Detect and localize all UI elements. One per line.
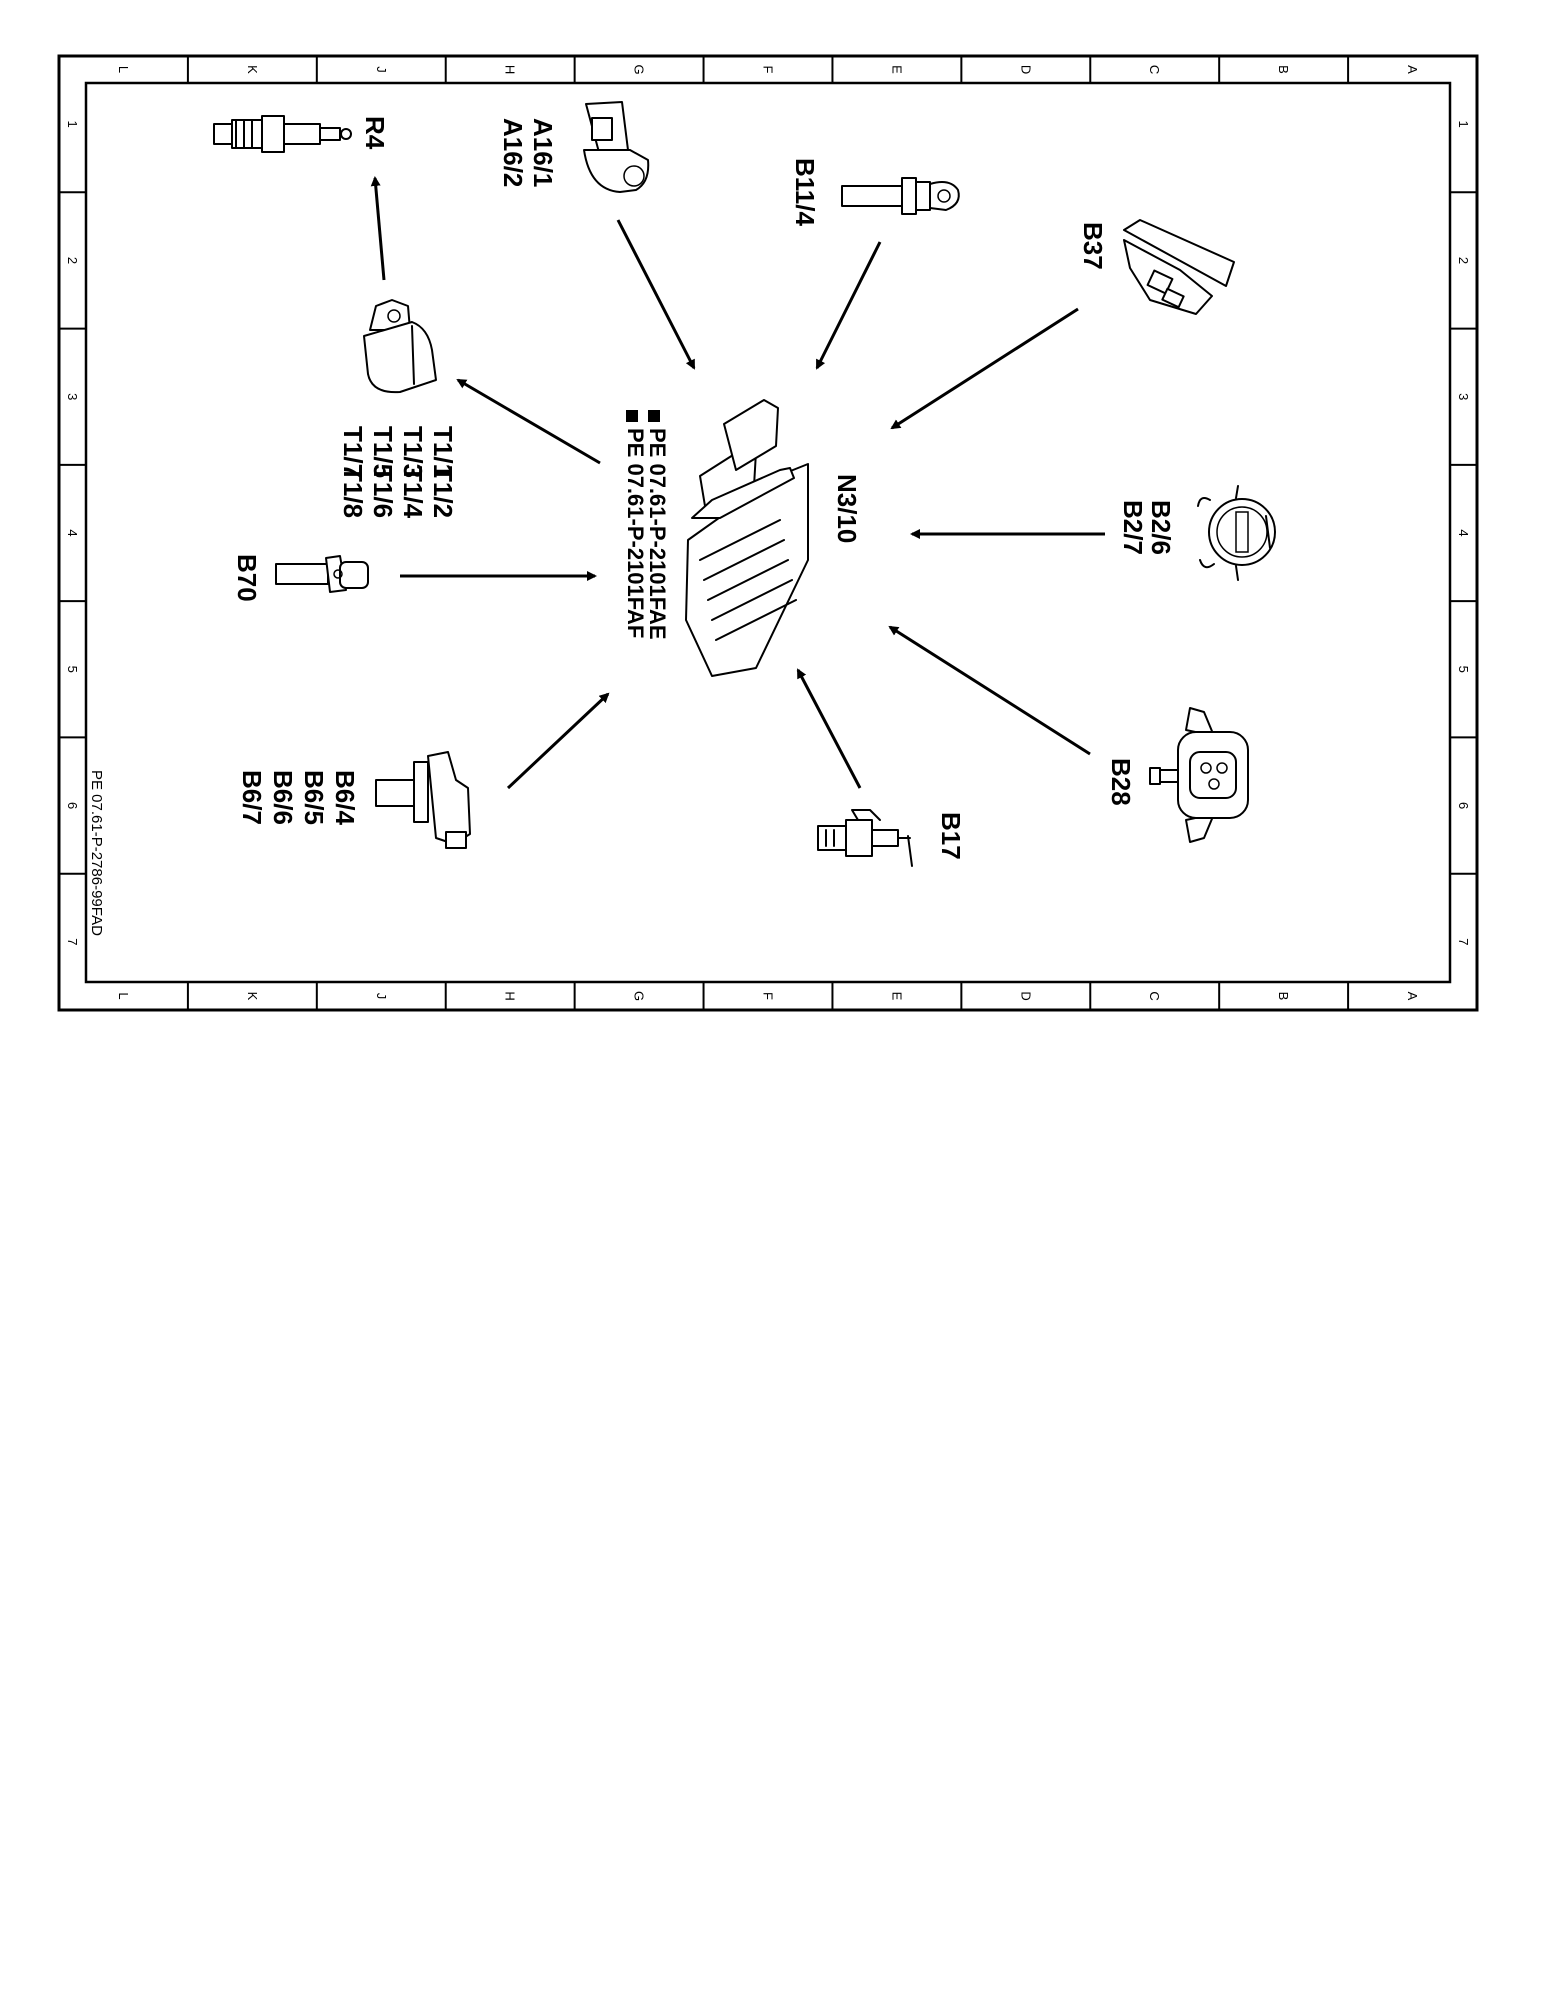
- grid-letter-bottom: L: [116, 992, 131, 999]
- pressure-sensor-icon: [1149, 707, 1249, 843]
- grid-letter-bottom: G: [632, 991, 647, 1001]
- label-t1-3: T1/3: [398, 426, 428, 478]
- crankshaft-sensor-icon: [275, 555, 369, 593]
- grid-ticks: [59, 56, 1477, 1010]
- grid-letter-bottom: K: [245, 992, 260, 1001]
- component-labels: R4 A16/1 A16/2 B11/4 B37 B2/6 B2/7 B28 B…: [232, 116, 1176, 860]
- label-r4: R4: [360, 116, 390, 150]
- grid-letter-bottom: D: [1018, 991, 1033, 1000]
- label-t1-6: T1/6: [368, 466, 398, 518]
- label-a16-1: A16/1: [528, 118, 558, 187]
- inner-frame: [84, 81, 1452, 984]
- reference-link-2[interactable]: PE 07.61-P-2101FAF: [623, 410, 648, 638]
- pedal-sensor-icon: [1123, 219, 1235, 315]
- grid-letter-bottom: A: [1405, 992, 1420, 1001]
- grid-number-right: 3: [1456, 393, 1471, 400]
- grid-letter-top: J: [374, 66, 389, 73]
- grid-letter-top: A: [1405, 65, 1420, 74]
- label-b28: B28: [1106, 758, 1136, 806]
- label-b11-4: B11/4: [790, 158, 820, 226]
- label-t1-7: T1/7: [338, 426, 368, 478]
- grid-number-right: 5: [1456, 666, 1471, 673]
- drawing-id: PE 07.61-P-2786-99FAD: [88, 770, 105, 936]
- arrow-from-b6: [506, 692, 610, 790]
- arrow-from-a16: [616, 219, 696, 370]
- reference-text-2[interactable]: PE 07.61-P-2101FAF: [623, 428, 648, 638]
- grid-letter-top: D: [1018, 65, 1033, 74]
- grid-letter-bottom: C: [1147, 991, 1162, 1000]
- grid-labels: L L K K J J H H G G F F E E D D C C B B A A 1 1 2 2 3 3 4 4 5 5 6 6 7 7: [65, 64, 1471, 1001]
- coolant-sensor-icon: [817, 809, 913, 867]
- grid-number-right: 4: [1456, 529, 1471, 536]
- label-b6-7: B6/7: [237, 770, 267, 825]
- hand-pointer-icon: [648, 410, 660, 422]
- label-b6-5: B6/5: [299, 770, 329, 825]
- grid-letter-bottom: J: [374, 993, 389, 1000]
- grid-letter-top: H: [503, 65, 518, 74]
- hand-pointer-icon: [626, 410, 638, 422]
- arrow-from-b28: [888, 625, 1091, 756]
- label-b37: B37: [1078, 222, 1108, 270]
- arrow-from-b17: [796, 668, 862, 789]
- arrow-from-b37: [890, 307, 1079, 430]
- label-t1-5: T1/5: [368, 426, 398, 478]
- grid-letter-top: L: [116, 66, 131, 73]
- grid-number-left: 7: [65, 938, 80, 945]
- label-a16-2: A16/2: [498, 118, 528, 187]
- grid-number-left: 4: [65, 529, 80, 536]
- label-t1-1: T1/1: [428, 426, 458, 478]
- label-b17: B17: [936, 812, 966, 860]
- arrows: [370, 176, 1105, 790]
- spark-plug-icon: [213, 115, 352, 153]
- grid-letter-top: C: [1147, 65, 1162, 74]
- label-t1-2: T1/2: [428, 466, 458, 518]
- grid-letter-bottom: H: [503, 991, 518, 1000]
- arrow-from-b11-4: [815, 241, 882, 370]
- grid-number-right: 6: [1456, 802, 1471, 809]
- grid-letter-bottom: E: [889, 992, 904, 1001]
- camshaft-sensor-icon: [375, 751, 471, 849]
- grid-letter-bottom: B: [1276, 992, 1291, 1001]
- grid-number-right: 7: [1456, 938, 1471, 945]
- outer-frame: [57, 54, 1479, 1012]
- grid-letter-top: F: [761, 66, 776, 74]
- grid-number-left: 3: [65, 393, 80, 400]
- grid-number-left: 5: [65, 666, 80, 673]
- grid-number-left: 6: [65, 802, 80, 809]
- label-t1-4: T1/4: [398, 466, 428, 519]
- label-b6-4: B6/4: [330, 770, 360, 825]
- grid-letter-top: G: [632, 64, 647, 74]
- reference-links[interactable]: PE 07.61-P-2101FAE PE 07.61-P-2101FAF: [623, 410, 670, 640]
- grid-letter-top: E: [889, 65, 904, 74]
- label-b2-7: B2/7: [1118, 500, 1148, 555]
- temperature-sensor-icon: [841, 177, 960, 215]
- ignition-coil-icon: [363, 299, 437, 394]
- grid-number-left: 2: [65, 257, 80, 264]
- arrow-to-r4: [370, 176, 386, 281]
- grid-letter-top: K: [245, 65, 260, 74]
- grid-number-right: 1: [1456, 121, 1471, 128]
- label-t1-8: T1/8: [338, 466, 368, 518]
- label-n3-10: N3/10: [832, 474, 862, 543]
- reference-link-1[interactable]: PE 07.61-P-2101FAE: [645, 410, 670, 640]
- grid-number-left: 1: [65, 121, 80, 128]
- arrow-to-t1: [456, 378, 601, 465]
- grid-letter-bottom: F: [761, 992, 776, 1000]
- label-b6-6: B6/6: [268, 770, 298, 825]
- knock-sensor-icon: [583, 101, 650, 193]
- label-b70: B70: [232, 554, 262, 602]
- control-unit-icon: [685, 399, 809, 677]
- label-b2-6: B2/6: [1146, 500, 1176, 555]
- reference-text-1[interactable]: PE 07.61-P-2101FAE: [645, 428, 670, 640]
- grid-letter-top: B: [1276, 65, 1291, 74]
- air-flow-sensor-icon: [1197, 485, 1276, 581]
- grid-number-right: 2: [1456, 257, 1471, 264]
